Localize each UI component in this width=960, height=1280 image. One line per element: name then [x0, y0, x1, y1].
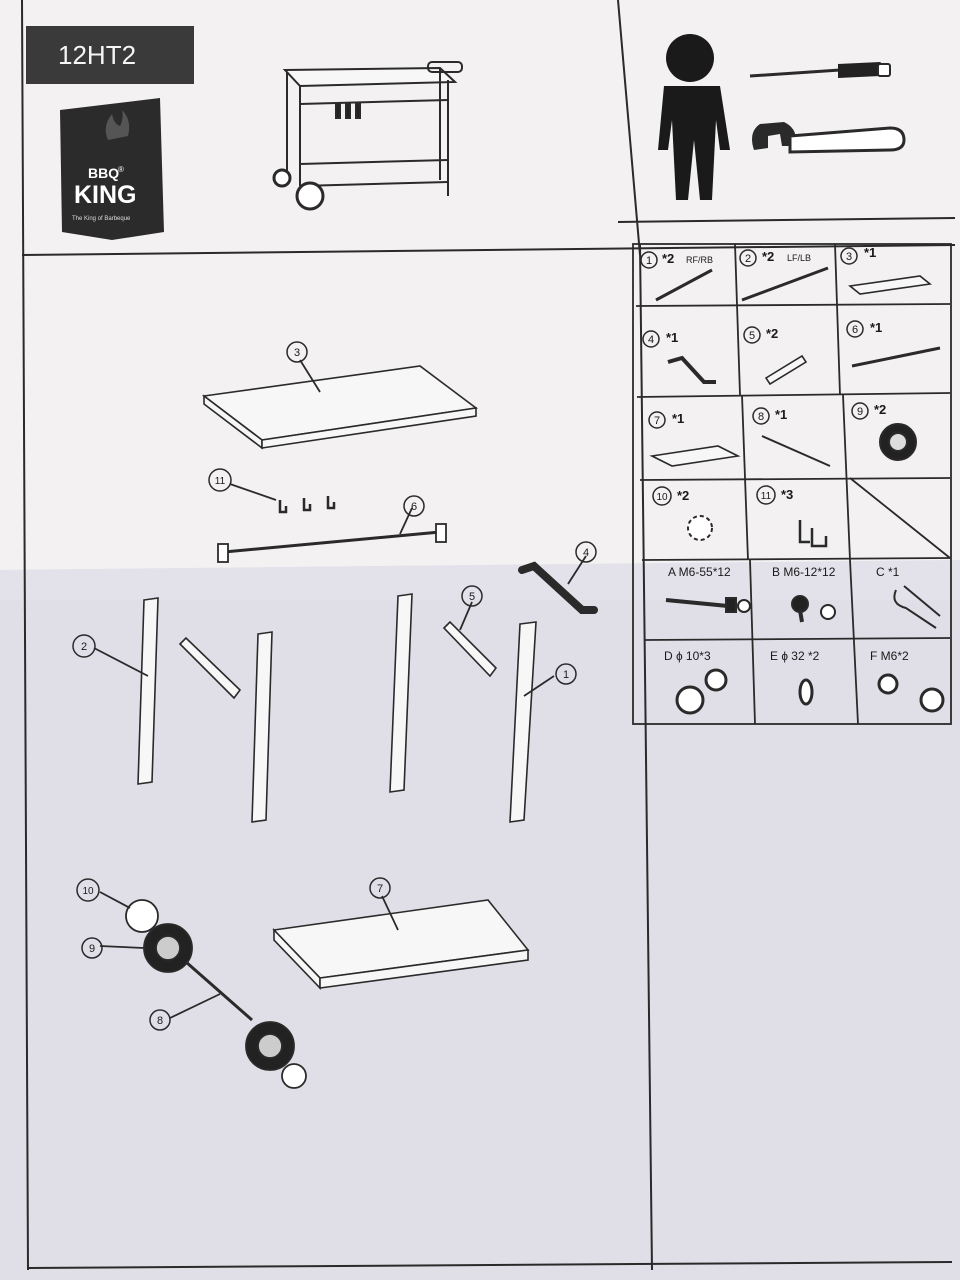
- callout-3: 3: [294, 347, 300, 359]
- part-2-qty: *2: [762, 249, 774, 264]
- callout-9: 9: [89, 943, 95, 955]
- hardware-b-label: B M6-12*12: [772, 565, 836, 579]
- svg-text:KING: KING: [74, 181, 137, 209]
- leg-right-back: [389, 593, 413, 793]
- nut-f-drawing: [877, 673, 945, 713]
- part-2-leg-drawing: [741, 266, 829, 302]
- part-6-crossbar-drawing: [851, 346, 941, 368]
- callout-6: 6: [411, 501, 417, 513]
- part-11-hook-drawing: [798, 520, 828, 548]
- part-7-qty: *1: [672, 411, 684, 426]
- pin-c-drawing: [893, 585, 941, 629]
- wrench-icon: [752, 122, 906, 154]
- crossbar-part: [217, 523, 447, 563]
- hooks-part: [278, 496, 336, 514]
- hubcap-part: [125, 899, 159, 933]
- part-8-axle-drawing: [761, 435, 831, 467]
- part-8-number: 8: [758, 411, 764, 423]
- leg-right-front: [509, 621, 537, 823]
- part-2-number: 2: [745, 253, 751, 265]
- part-10-number: 10: [656, 492, 668, 503]
- washer-e-drawing: [798, 678, 814, 706]
- washer-part: [281, 1063, 307, 1089]
- brace-left: [178, 636, 242, 700]
- part-7-bottom-shelf-drawing: [649, 445, 741, 467]
- part-3-top-shelf-drawing: [848, 275, 932, 295]
- screwdriver-icon: [749, 62, 891, 78]
- part-10-qty: *2: [677, 488, 689, 503]
- hardware-d-label: D ɸ 10*3: [664, 649, 711, 663]
- frame-lines: [21, 0, 956, 1271]
- leg-left-front: [137, 597, 159, 785]
- hardware-c-label: C *1: [876, 565, 900, 579]
- exploded-view: [93, 359, 598, 1089]
- hardware-a-label: A M6-55*12: [668, 565, 731, 579]
- person-icon: [658, 34, 730, 200]
- part-5-brace-drawing: [764, 354, 808, 386]
- part-9-number: 9: [857, 406, 863, 418]
- parts-table-grid: [632, 243, 952, 725]
- part-6-number: 6: [852, 324, 858, 336]
- hardware-e-label: E ɸ 32 *2: [770, 649, 820, 663]
- part-1-leg-drawing: [655, 268, 713, 302]
- bolt-a-drawing: [665, 597, 751, 613]
- part-5-qty: *2: [766, 326, 778, 341]
- part-10-hubcap-drawing: [687, 515, 713, 541]
- part-1-number: 1: [646, 255, 652, 267]
- part-3-qty: *1: [864, 245, 876, 260]
- part-8-qty: *1: [775, 407, 787, 422]
- callout-11: 11: [215, 476, 226, 487]
- model-number: 12HT2: [58, 40, 136, 70]
- part-3-number: 3: [846, 251, 852, 263]
- callout-4: 4: [583, 547, 589, 559]
- part-4-number: 4: [648, 334, 654, 346]
- brace-right: [442, 620, 498, 678]
- callout-8: 8: [157, 1015, 163, 1027]
- part-9-qty: *2: [874, 402, 886, 417]
- assembled-cart-illustration: [272, 61, 463, 211]
- model-tab: [26, 26, 194, 84]
- part-7-number: 7: [654, 415, 660, 427]
- callout-7: 7: [377, 883, 383, 895]
- svg-text:The King of Barbeque: The King of Barbeque: [72, 216, 131, 222]
- part-2-note: LF/LB: [787, 253, 811, 263]
- part-11-qty: *3: [781, 487, 793, 502]
- callout-5: 5: [469, 591, 475, 603]
- part-5-number: 5: [749, 330, 755, 342]
- axle-part: [185, 960, 253, 1022]
- svg-text:BBQ: BBQ: [88, 165, 119, 181]
- part-1-note: RF/RB: [686, 255, 713, 265]
- hardware-f-label: F M6*2: [870, 649, 909, 663]
- part-11-number: 11: [761, 491, 772, 502]
- wheel-rear: [245, 1021, 295, 1071]
- washer-d-drawing: [675, 668, 728, 715]
- svg-text:®: ®: [118, 165, 124, 174]
- part-9-wheel-drawing: [879, 423, 917, 461]
- part-6-qty: *1: [870, 320, 882, 335]
- part-4-handle-drawing: [667, 355, 716, 384]
- callout-2: 2: [81, 641, 87, 653]
- brand-logo: BBQ ® KING The King of Barbeque: [60, 98, 164, 240]
- bolt-b-drawing: [791, 595, 836, 623]
- wheel-front: [143, 923, 193, 973]
- callout-1: 1: [563, 669, 569, 681]
- part-4-qty: *1: [666, 330, 678, 345]
- leg-left-back: [251, 631, 273, 823]
- handle-part: [518, 561, 598, 614]
- callout-10: 10: [82, 886, 94, 897]
- part-1-qty: *2: [662, 251, 674, 266]
